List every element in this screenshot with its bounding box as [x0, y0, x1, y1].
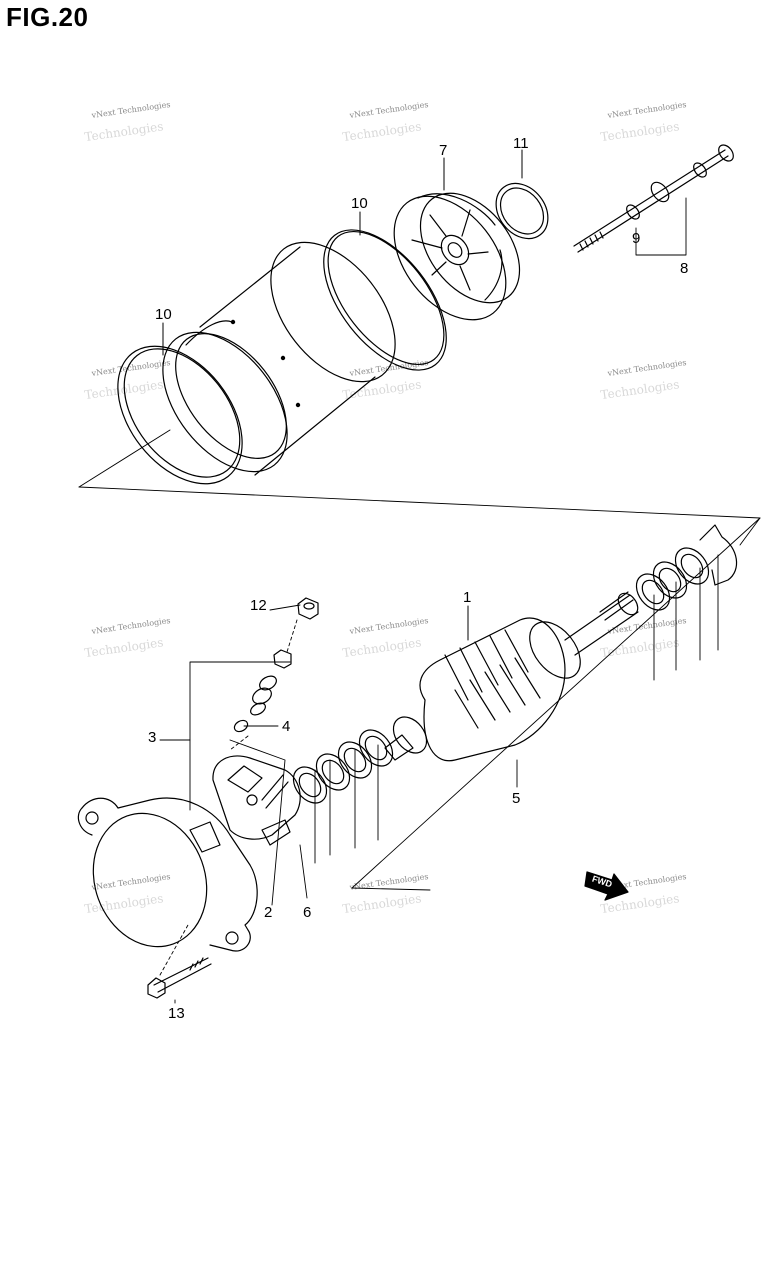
part-11-o-ring — [495, 182, 549, 240]
watermark-shadow: Technologies — [84, 891, 165, 916]
callout-6: 6 — [303, 904, 311, 921]
part-6-brush-holder — [212, 755, 301, 846]
callout-4: 4 — [282, 718, 290, 735]
callouts: 1 2 3 4 5 6 7 8 9 10 10 11 12 13 — [148, 135, 688, 1022]
callout-2: 2 — [264, 904, 272, 921]
callout-8: 8 — [680, 260, 688, 277]
part-5-washers-right — [635, 524, 738, 611]
motor-yoke-housing — [162, 241, 396, 476]
watermark-shadow: Technologies — [600, 635, 681, 660]
watermark: vNext Technologies — [348, 616, 429, 636]
callout-7: 7 — [439, 142, 447, 159]
part-1-armature — [384, 591, 639, 762]
watermark: vNext Technologies — [606, 358, 687, 378]
watermark: vNext Technologies — [90, 100, 171, 120]
watermark-shadow: Technologies — [342, 891, 423, 916]
part-3-terminal-set — [233, 649, 292, 733]
watermark: vNext Technologies — [90, 616, 171, 636]
callout-10-right: 10 — [351, 195, 368, 212]
part-10-o-ring-left — [117, 345, 243, 485]
part-7-end-cover — [393, 192, 521, 321]
watermark: vNext Technologies — [90, 358, 171, 378]
watermark-shadow: Technologies — [84, 119, 165, 144]
watermark-shadow: Technologies — [600, 377, 681, 402]
part-10-o-ring-right — [323, 229, 447, 371]
front-bracket-housing — [77, 797, 258, 952]
watermark-shadow: Technologies — [342, 119, 423, 144]
watermark: vNext Technologies — [90, 872, 171, 892]
watermark-shadow: Technologies — [342, 635, 423, 660]
callout-11: 11 — [513, 135, 529, 152]
callout-5: 5 — [512, 790, 520, 807]
fwd-direction-marker — [584, 871, 629, 901]
part-12-nut — [297, 597, 319, 620]
watermark: vNext Technologies — [606, 100, 687, 120]
assembly-guide-lines — [78, 149, 761, 1004]
callout-3: 3 — [148, 729, 156, 746]
callout-9: 9 — [632, 230, 640, 247]
watermark: vNext Technologies — [348, 100, 429, 120]
watermark-shadow: Technologies — [600, 119, 681, 144]
figure-title: FIG.20 — [6, 2, 89, 32]
callout-10-left: 10 — [155, 306, 172, 323]
callout-12: 12 — [250, 597, 267, 614]
part-13-bolt — [147, 957, 212, 999]
callout-13: 13 — [168, 1005, 185, 1022]
part-5-washers-left — [292, 729, 394, 804]
watermark-shadow: Technologies — [84, 635, 165, 660]
callout-1: 1 — [463, 589, 471, 606]
part-8-9-through-bolt — [573, 144, 734, 253]
